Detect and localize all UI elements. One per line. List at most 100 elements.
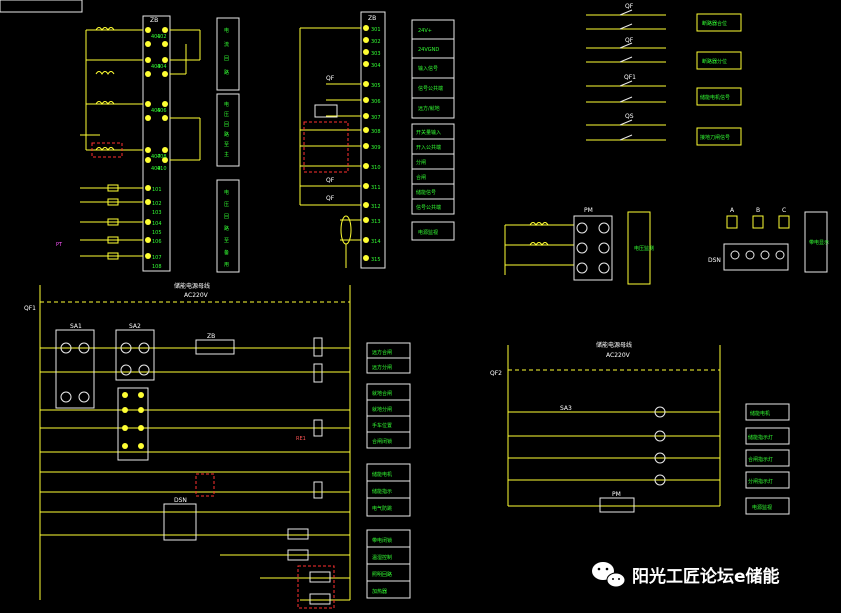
contact-qf-label-2: QF xyxy=(625,37,634,44)
pm-box-bottom xyxy=(599,497,635,513)
dsn-label-bottom: DSN xyxy=(174,497,187,504)
terminal-block-header-mid: ZB xyxy=(368,15,376,22)
label-input-common: 开入公共端 xyxy=(416,144,441,151)
label-box-br-5 xyxy=(745,497,790,515)
terminal-104: 104 xyxy=(152,221,162,227)
bus-title-right: 储能电源母线 xyxy=(596,341,632,349)
label-power-monitor-br: 电源监视 xyxy=(752,504,772,511)
box-a-char-2: 流 xyxy=(224,41,229,48)
terminal-105: 105 xyxy=(152,230,162,236)
watermark-text: 阳光工匠论坛e储能 xyxy=(632,566,780,587)
label-charge-motor: 储能电机 xyxy=(750,410,770,417)
label-local-open: 就地分闸 xyxy=(372,406,392,413)
dsn-label: DSN xyxy=(708,257,721,264)
pm-side-box xyxy=(627,211,651,285)
label-breaker-open: 断路器分位 xyxy=(702,58,727,65)
label-motor: 储能电机 xyxy=(372,471,392,478)
terminal-407: 407 xyxy=(151,154,161,160)
label-binary-input: 开关量输入 xyxy=(416,129,441,136)
switch-qf-2: QF xyxy=(326,177,335,184)
terminal-313: 313 xyxy=(371,219,381,225)
label-box-closed xyxy=(696,13,742,32)
box-b-char-6: 主 xyxy=(224,151,229,158)
terminal-block-bottom xyxy=(117,387,149,461)
terminal-108: 108 xyxy=(152,264,162,270)
voltage-circuit-box-2 xyxy=(216,179,240,273)
label-remote-close: 远方合闸 xyxy=(372,349,392,356)
switch-sa1-label: SA1 xyxy=(70,323,82,330)
pm-device xyxy=(573,215,613,281)
switch-qf-1: QF xyxy=(326,75,335,82)
terminal-410: 410 xyxy=(157,166,167,172)
switch-sa3-label: SA3 xyxy=(560,405,572,412)
breaker-qf1: QF1 xyxy=(24,305,36,312)
pm-dsn-section: PM 电压监测 DSN A B C 带电显示 xyxy=(504,207,829,285)
phase-b: B xyxy=(756,207,760,214)
contact-qf1-label: QF1 xyxy=(624,74,636,81)
terminal-304: 304 xyxy=(371,63,381,69)
label-box-br-2 xyxy=(745,427,790,445)
label-anti-pumping: 电气防跳 xyxy=(372,505,392,512)
label-charging-signal: 储能信号 xyxy=(416,189,436,196)
terminal-312: 312 xyxy=(371,204,381,210)
label-earth-switch: 接地刀闸信号 xyxy=(700,134,730,141)
box-c-char-6: 备 xyxy=(224,249,229,256)
label-trolley-position: 手车位置 xyxy=(372,422,392,429)
label-remote-local: 远方/就地 xyxy=(418,105,440,112)
terminal-406: 406 xyxy=(157,108,167,114)
label-charge-indicator: 储能指示 xyxy=(372,488,392,495)
zb-label-bottom: ZB xyxy=(207,333,215,340)
label-lighting: 照明回路 xyxy=(372,571,392,578)
terminal-302: 302 xyxy=(371,39,381,45)
terminal-303: 303 xyxy=(371,51,381,57)
pm-label-bottom: PM xyxy=(612,491,621,498)
contact-qs-label: QS xyxy=(625,113,634,120)
terminal-311: 311 xyxy=(371,185,381,191)
label-motor-signal: 储能电机信号 xyxy=(700,94,730,101)
bus-title-left: 储能电源母线 xyxy=(174,282,210,290)
terminal-306: 306 xyxy=(371,99,381,105)
label-close: 合闸 xyxy=(416,174,426,181)
label-input-signal: 输入信号 xyxy=(418,65,438,72)
pt-label: PT xyxy=(56,242,63,248)
bus-voltage-right: AC220V xyxy=(606,352,631,359)
box-b-char-4: 路 xyxy=(224,131,229,138)
box-c-char-4: 路 xyxy=(224,225,229,232)
box-c-char-3: 回 xyxy=(224,214,229,220)
box-c-char-2: 压 xyxy=(224,202,229,208)
breaker-qf2: QF2 xyxy=(490,370,502,377)
zb-small-box xyxy=(195,339,235,355)
terminal-106: 106 xyxy=(152,239,162,245)
pm-label: PM xyxy=(584,207,593,214)
terminal-101: 101 xyxy=(152,187,162,193)
label-box-br-1 xyxy=(745,403,790,421)
control-circuit-section: 储能电源母线 AC220V QF1 SA1 SA2 ZB xyxy=(24,282,411,609)
label-open: 分闸 xyxy=(416,159,426,166)
label-close-lamp: 合闸指示灯 xyxy=(748,456,773,463)
box-b-char-3: 回 xyxy=(224,122,229,128)
terminal-405: 405 xyxy=(151,108,161,114)
label-signal-common: 信号公共端 xyxy=(418,85,443,92)
watermark: 阳光工匠论坛e储能 xyxy=(592,562,780,588)
terminal-103: 103 xyxy=(152,210,162,216)
switch-qf-3: QF xyxy=(326,195,335,202)
terminal-107: 107 xyxy=(152,255,162,261)
box-c-char-7: 用 xyxy=(224,262,229,268)
pm-side-label: 电压监测 xyxy=(634,245,654,252)
terminal-102: 102 xyxy=(152,201,162,207)
phase-side-box xyxy=(804,211,828,273)
terminal-314: 314 xyxy=(371,239,381,245)
voltage-circuit-box xyxy=(216,93,240,167)
box-a-char-1: 电 xyxy=(224,27,229,34)
terminal-315: 315 xyxy=(371,257,381,263)
phase-side-label: 带电显示 xyxy=(809,239,829,246)
switch-sa2-label: SA2 xyxy=(129,323,141,330)
label-box-bl-3 xyxy=(366,463,411,517)
label-24v-plus: 24V+ xyxy=(418,28,432,34)
terminal-408: 408 xyxy=(157,154,167,160)
label-box-motor xyxy=(696,87,742,106)
label-close-lock: 合闸闭锁 xyxy=(372,438,392,445)
label-power-monitor: 电源监视 xyxy=(418,229,438,236)
